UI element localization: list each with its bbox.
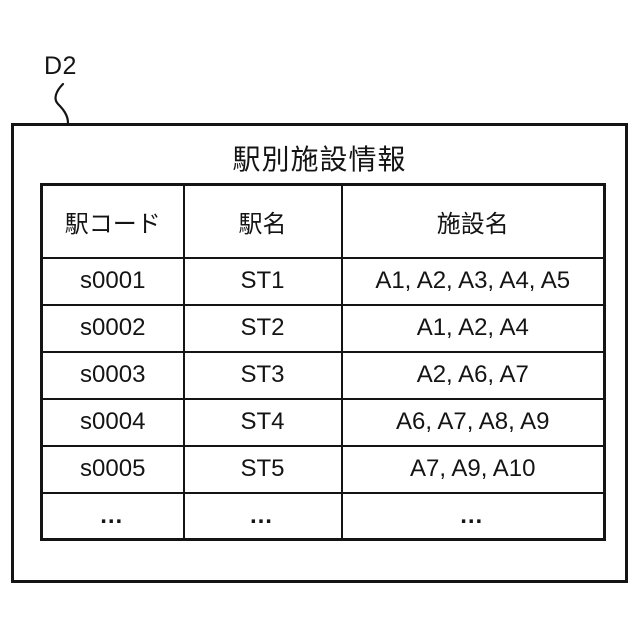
table-row: s0001 ST1 A1, A2, A3, A4, A5 (40, 256, 606, 306)
table-cell: s0001 (40, 256, 185, 306)
table-cell: ST1 (182, 256, 343, 306)
table-cell: … (340, 491, 606, 541)
header-cell-facility-name: 施設名 (340, 183, 606, 259)
table-cell: … (182, 491, 343, 541)
table-cell: ST4 (182, 397, 343, 447)
table-row: s0004 ST4 A6, A7, A8, A9 (40, 397, 606, 447)
reference-lead-squiggle-line (54, 82, 70, 125)
header-cell-station-code: 駅コード (40, 183, 185, 259)
table-cell: ST3 (182, 350, 343, 400)
header-cell-station-name: 駅名 (182, 183, 343, 259)
table-cell: s0004 (40, 397, 185, 447)
table-header-row: 駅コード 駅名 施設名 (40, 183, 606, 259)
table-cell: ST5 (182, 444, 343, 494)
table-row-ellipsis: … … … (40, 491, 606, 541)
table-row: s0002 ST2 A1, A2, A4 (40, 303, 606, 353)
figure-reference-label: D2 (44, 52, 77, 80)
table-cell: s0005 (40, 444, 185, 494)
table-cell: A1, A2, A3, A4, A5 (340, 256, 606, 306)
table-cell: … (40, 491, 185, 541)
station-facility-table: 駅コード 駅名 施設名 s0001 ST1 A1, A2, A3, A4, A5… (40, 183, 606, 541)
table-cell: ST2 (182, 303, 343, 353)
table-cell: A6, A7, A8, A9 (340, 397, 606, 447)
figure-outer-box: 駅別施設情報 駅コード 駅名 施設名 s0001 ST1 A1, A2, A3,… (11, 123, 628, 583)
table-cell: s0002 (40, 303, 185, 353)
table-cell: A7, A9, A10 (340, 444, 606, 494)
figure-title: 駅別施設情報 (232, 144, 407, 175)
table-row: s0003 ST3 A2, A6, A7 (40, 350, 606, 400)
table-row: s0005 ST5 A7, A9, A10 (40, 444, 606, 494)
table-cell: s0003 (40, 350, 185, 400)
table-cell: A1, A2, A4 (340, 303, 606, 353)
table-cell: A2, A6, A7 (340, 350, 606, 400)
